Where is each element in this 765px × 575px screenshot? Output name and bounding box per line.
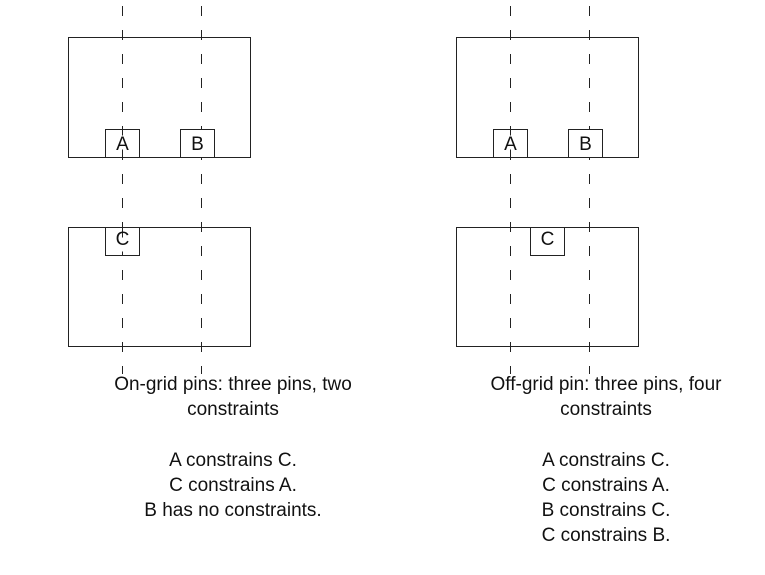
left-note-2: C constrains A. bbox=[169, 475, 297, 496]
left-caption: On-grid pins: three pins, two constraint… bbox=[80, 372, 386, 422]
left-note-1: A constrains C. bbox=[169, 450, 297, 471]
right-caption-line-1: Off-grid pin: three pins, four bbox=[490, 374, 722, 395]
right-top-cell bbox=[456, 37, 639, 158]
right-note-2: C constrains A. bbox=[542, 475, 670, 496]
left-panel: A B C bbox=[68, 6, 251, 374]
right-panel: A B C bbox=[456, 6, 639, 374]
left-notes: A constrains C. C constrains A. B has no… bbox=[80, 448, 386, 523]
right-caption: Off-grid pin: three pins, four constrain… bbox=[456, 372, 756, 422]
right-pin-c bbox=[530, 227, 565, 256]
left-top-cell bbox=[68, 37, 251, 158]
left-caption-line-2: constraints bbox=[187, 399, 279, 420]
right-note-1: A constrains C. bbox=[542, 450, 670, 471]
left-pin-a-label: A bbox=[116, 134, 129, 155]
left-caption-line-1: On-grid pins: three pins, two bbox=[114, 374, 352, 395]
right-pin-a-label: A bbox=[504, 134, 517, 155]
right-pin-b-label: B bbox=[579, 134, 592, 155]
right-note-3: B constrains C. bbox=[541, 500, 671, 521]
left-pin-c-label: C bbox=[116, 229, 130, 250]
right-note-4: C constrains B. bbox=[541, 525, 671, 546]
left-note-3: B has no constraints. bbox=[144, 500, 322, 521]
left-bottom-cell bbox=[68, 227, 251, 347]
left-pin-b-label: B bbox=[191, 134, 204, 155]
left-pin-b bbox=[180, 129, 215, 158]
right-caption-line-2: constraints bbox=[560, 399, 652, 420]
right-pin-b bbox=[568, 129, 603, 158]
right-pin-c-label: C bbox=[541, 229, 555, 250]
right-notes: A constrains C. C constrains A. B constr… bbox=[456, 448, 756, 548]
